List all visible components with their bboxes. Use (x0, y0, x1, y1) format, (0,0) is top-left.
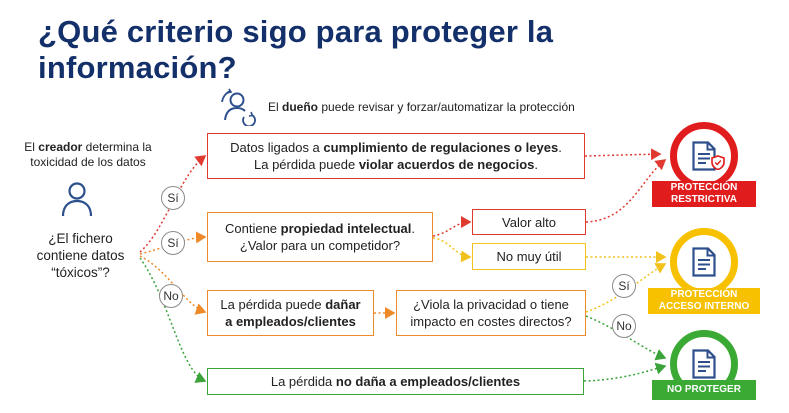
regulations-end-b: . (534, 157, 538, 172)
restrictive-line-2: RESTRICTIVA (671, 194, 737, 205)
harm-bold-b: a empleados/clientes (225, 314, 356, 329)
privacy-text-a: ¿Viola la privacidad o tiene (413, 297, 569, 312)
page-title: ¿Qué criterio sigo para proteger la info… (38, 14, 554, 85)
restrictive-protection-badge (670, 122, 738, 190)
question-line-2: contiene datos (36, 248, 125, 263)
document-icon (692, 349, 716, 379)
shield-icon (711, 155, 725, 170)
creator-note: El creador determina la toxicidad de los… (14, 140, 162, 170)
owner-note: El dueño puede revisar y forzar/automati… (268, 100, 575, 114)
no-harm-box: La pérdida no daña a empleados/clientes (207, 368, 584, 395)
ip-bold-a: propiedad intelectual (280, 221, 412, 236)
branch-yes-regulations: Sí (161, 186, 185, 210)
toxic-data-question: ¿El fichero contiene datos “tóxicos”? (18, 230, 143, 281)
regulations-text-b: La pérdida puede (254, 157, 359, 172)
creator-suffix: determina la toxicidad de los datos (30, 140, 152, 169)
user-icon (61, 182, 93, 217)
question-line-3: “tóxicos”? (51, 265, 110, 280)
connector-to-no-harm (139, 257, 207, 383)
intellectual-property-box: Contiene propiedad intelectual. ¿Valor p… (207, 212, 433, 262)
noharm-text-a: La pérdida (270, 374, 336, 389)
ip-end-a: . (411, 221, 416, 236)
ip-text-b: ¿Valor para un competidor? (239, 238, 401, 253)
restrictive-line-1: PROTECCIÓN (670, 182, 738, 193)
connector-high-restrictive (585, 159, 667, 223)
connector-regulations-restrictive (584, 148, 662, 161)
branch-yes-ip: Sí (161, 231, 185, 255)
connector-privacy-none (585, 315, 667, 361)
creator-bold: creador (38, 140, 83, 154)
ip-text-a: Contiene (224, 221, 281, 236)
internal-line-1: PROTECCIÓN (670, 289, 738, 300)
owner-suffix: puede revisar y forzar/automatizar la pr… (318, 100, 575, 114)
regulations-text-a: Datos ligados a (230, 140, 324, 155)
privacy-box: ¿Viola la privacidad o tiene impacto en … (396, 290, 586, 336)
connector-noharm-none (583, 362, 667, 382)
regulations-bold-b: violar acuerdos de negocios (358, 157, 535, 172)
high-value-box: Valor alto (472, 209, 586, 235)
harm-bold-a: dañar (325, 297, 361, 312)
harm-text-a: La pérdida puede (220, 297, 326, 312)
regulations-box: Datos ligados a cumplimiento de regulaci… (207, 133, 585, 179)
connector-to-harm (139, 255, 207, 315)
harm-box: La pérdida puede dañar a empleados/clien… (207, 290, 374, 336)
internal-line-2: ACCESO INTERNO (658, 301, 750, 312)
branch-no: No (159, 284, 183, 308)
not-useful-box: No muy útil (472, 243, 586, 270)
owner-bold: dueño (282, 100, 319, 114)
no-protection-label: NO PROTEGER (652, 380, 756, 400)
regulations-end-a: . (558, 140, 562, 155)
regulations-bold-a: cumplimiento de regulaciones o leyes (323, 140, 559, 155)
noharm-bold-a: no daña a empleados/clientes (335, 374, 521, 389)
owner-prefix: El (268, 100, 283, 114)
branch-yes-privacy: Sí (612, 274, 636, 298)
branch-no-privacy: No (612, 314, 636, 338)
connector-ip-high (432, 216, 472, 237)
creator-prefix: El (24, 140, 39, 154)
user-sync-icon (221, 88, 256, 126)
privacy-text-b: impacto en costes directos? (410, 314, 572, 329)
connector-ip-notuseful (432, 237, 472, 263)
document-icon (692, 141, 716, 171)
internal-access-badge (670, 228, 738, 296)
question-line-1: ¿El fichero (48, 231, 113, 246)
document-icon (692, 247, 716, 277)
